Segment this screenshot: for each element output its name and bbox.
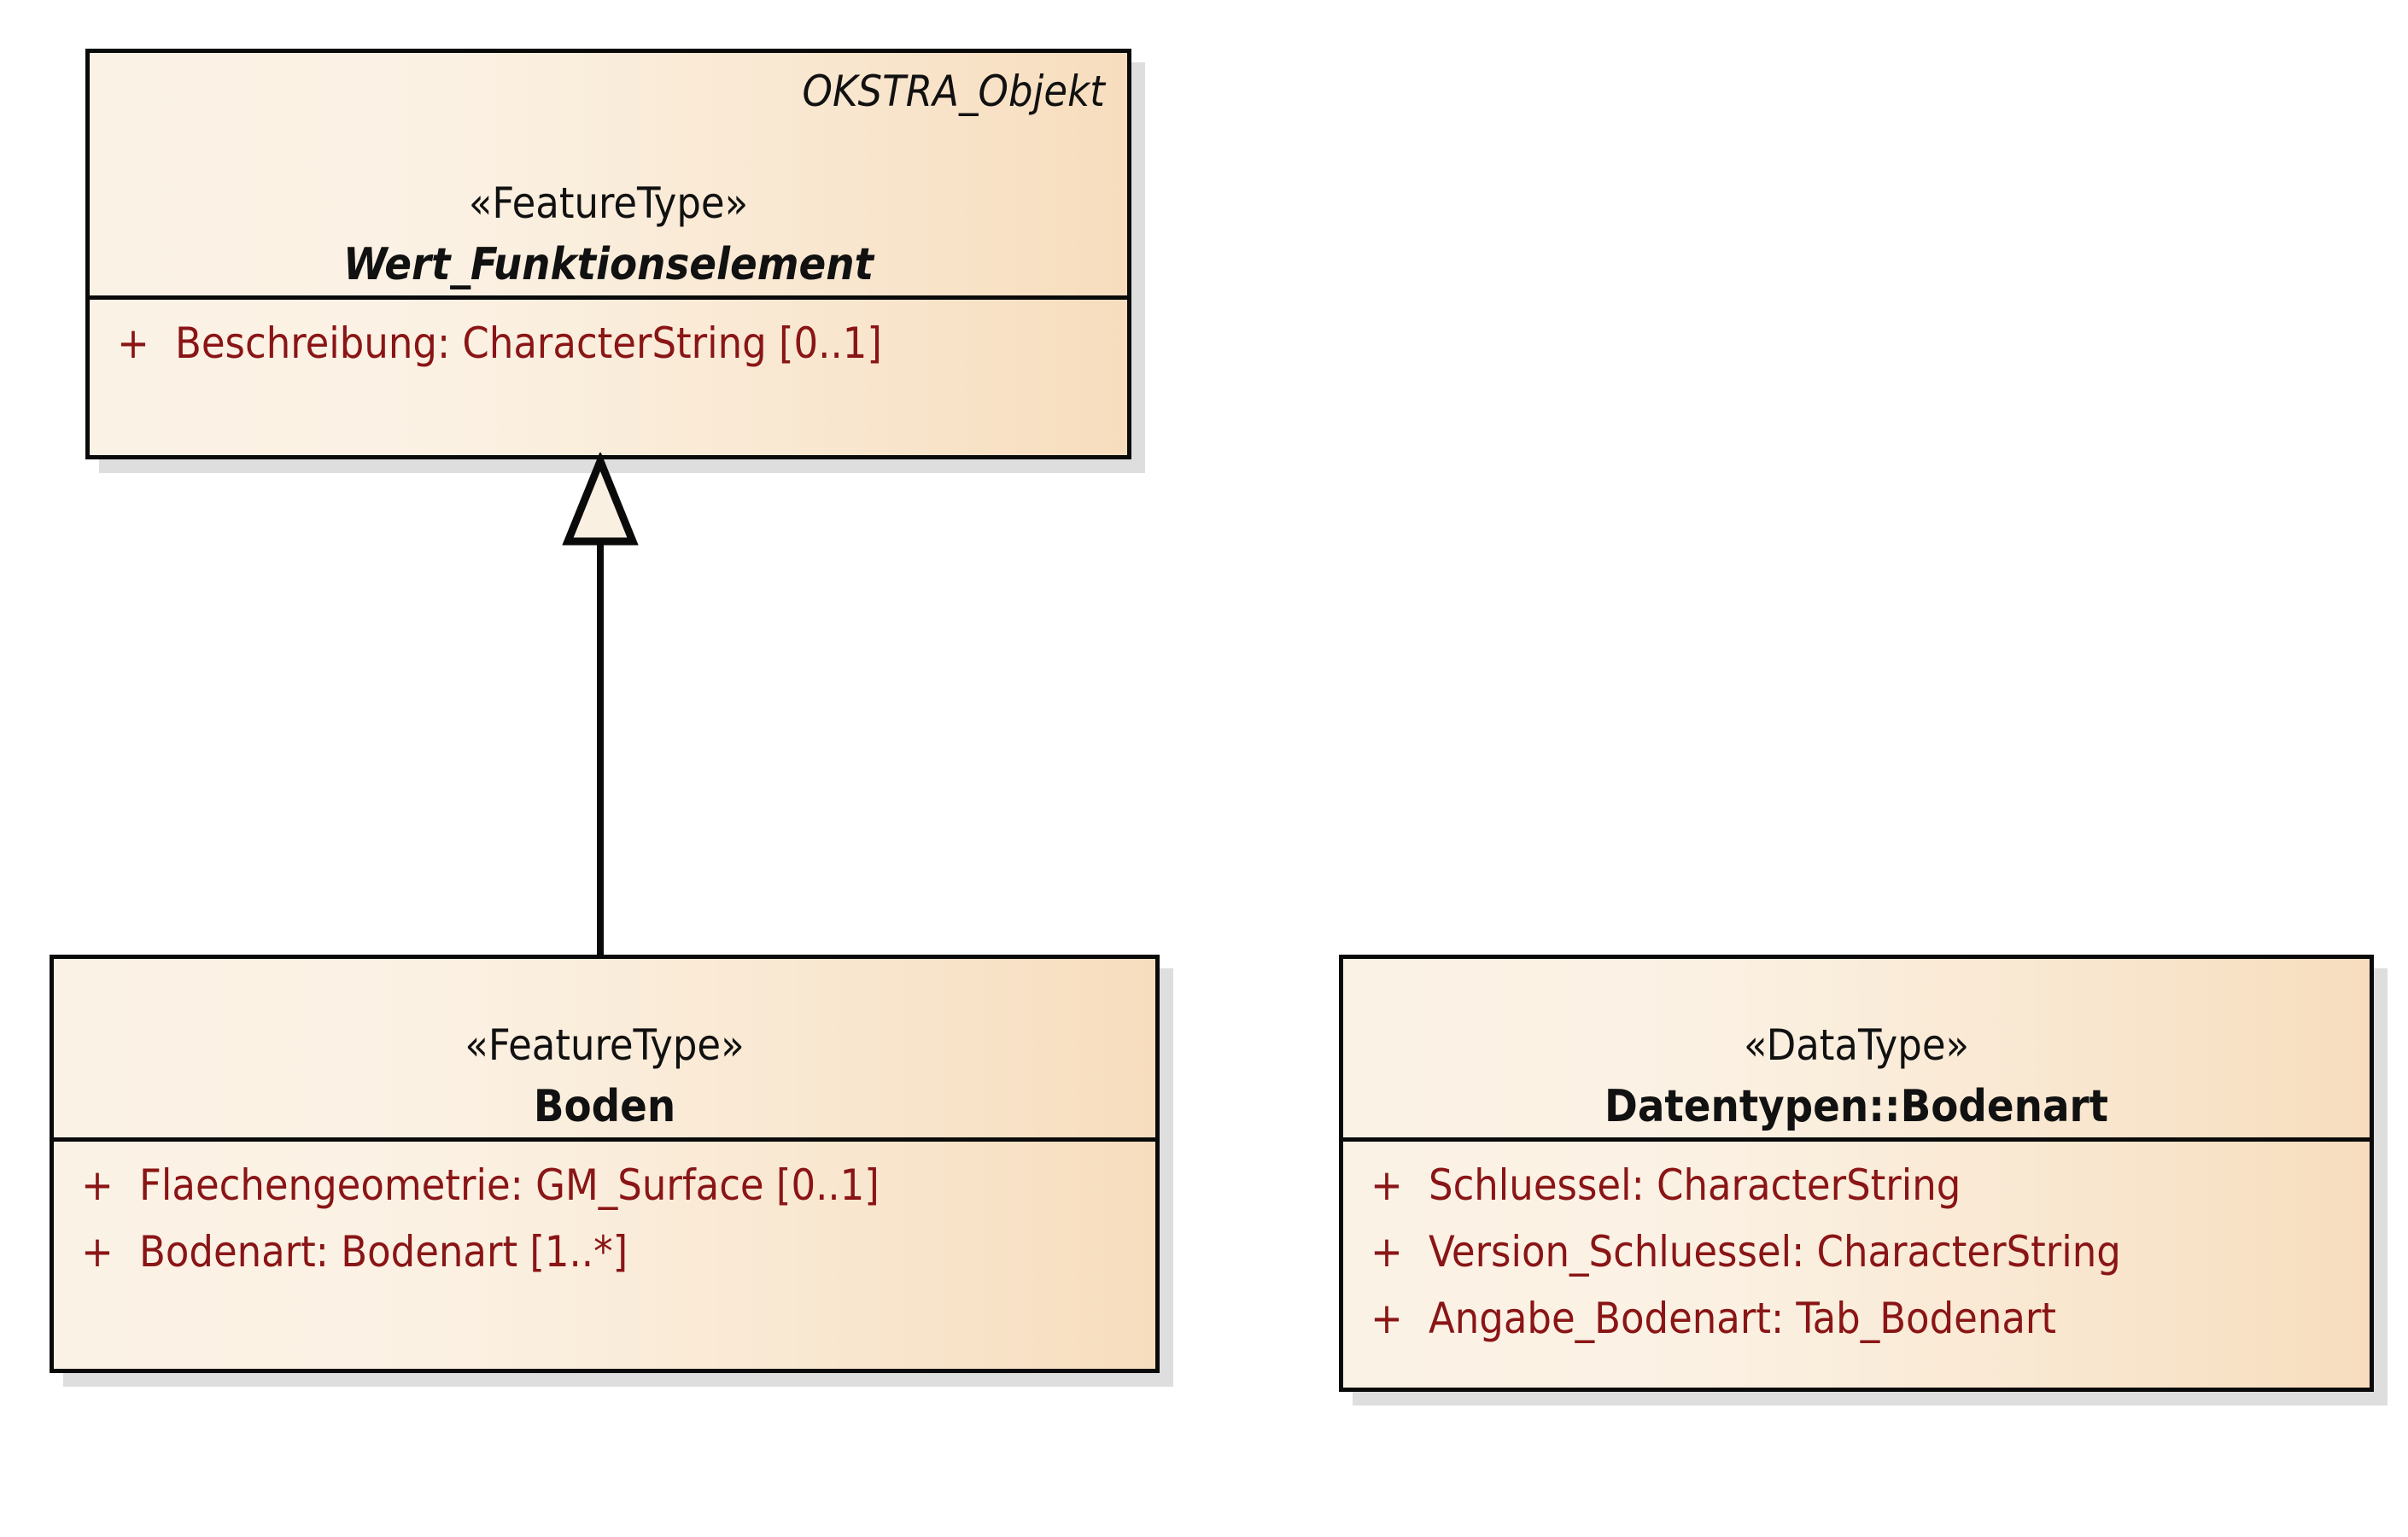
class-compartment-divider [54,1137,1155,1142]
class-name-boden: Boden [533,1080,676,1132]
attribute-row[interactable]: + Angabe_Bodenart: Tab_Bodenart [1343,1297,2370,1340]
attribute-row[interactable]: + Beschreibung: CharacterString [0..1] [90,322,1127,365]
attribute-visibility: + [1371,1227,1403,1277]
attribute-signature: Beschreibung: CharacterString [0..1] [175,319,882,368]
class-qualifier-okstra-objekt: OKSTRA_Objekt [802,67,1105,116]
class-header-datentypen-bodenart: «DataType» Datentypen::Bodenart [1343,959,2370,1137]
class-compartment-divider [90,295,1127,300]
attribute-visibility: + [81,1227,114,1277]
class-name-wert-funktionselement: Wert_Funktionselement [343,238,874,290]
uml-class-wert-funktionselement[interactable]: OKSTRA_Objekt «FeatureType» Wert_Funktio… [85,49,1131,459]
attribute-signature: Flaechengeometrie: GM_Surface [0..1] [139,1160,880,1210]
class-header-boden: «FeatureType» Boden [54,959,1155,1137]
attribute-visibility: + [117,319,149,368]
attribute-signature: Angabe_Bodenart: Tab_Bodenart [1429,1294,2057,1343]
attribute-row[interactable]: + Version_Schluessel: CharacterString [1343,1230,2370,1273]
generalization-boden-to-wert-funktionselement [562,453,639,965]
class-stereotype-featuretype: «FeatureType» [465,1020,745,1070]
class-attributes-boden: + Flaechengeometrie: GM_Surface [0..1] +… [54,1142,1155,1369]
class-stereotype-datatype: «DataType» [1743,1020,1970,1070]
class-attributes-wert-funktionselement: + Beschreibung: CharacterString [0..1] [90,300,1127,455]
attribute-signature: Schluessel: CharacterString [1429,1160,1961,1210]
attribute-visibility: + [1371,1294,1403,1343]
class-compartment-divider [1343,1137,2370,1142]
attribute-visibility: + [1371,1160,1403,1210]
uml-class-datentypen-bodenart[interactable]: «DataType» Datentypen::Bodenart + Schlue… [1339,955,2374,1392]
attribute-row[interactable]: + Flaechengeometrie: GM_Surface [0..1] [54,1164,1155,1207]
attribute-signature: Version_Schluessel: CharacterString [1429,1227,2121,1277]
attribute-row[interactable]: + Bodenart: Bodenart [1..*] [54,1230,1155,1273]
uml-class-boden[interactable]: «FeatureType» Boden + Flaechengeometrie:… [50,955,1160,1373]
generalization-arrowhead-hollow-triangle [562,453,639,546]
class-stereotype-featuretype: «FeatureType» [468,178,749,228]
class-name-datentypen-bodenart: Datentypen::Bodenart [1604,1080,2108,1132]
class-attributes-datentypen-bodenart: + Schluessel: CharacterString + Version_… [1343,1142,2370,1388]
attribute-visibility: + [81,1160,114,1210]
class-header-wert-funktionselement: OKSTRA_Objekt «FeatureType» Wert_Funktio… [90,53,1127,295]
attribute-row[interactable]: + Schluessel: CharacterString [1343,1164,2370,1207]
attribute-signature: Bodenart: Bodenart [1..*] [139,1227,628,1277]
